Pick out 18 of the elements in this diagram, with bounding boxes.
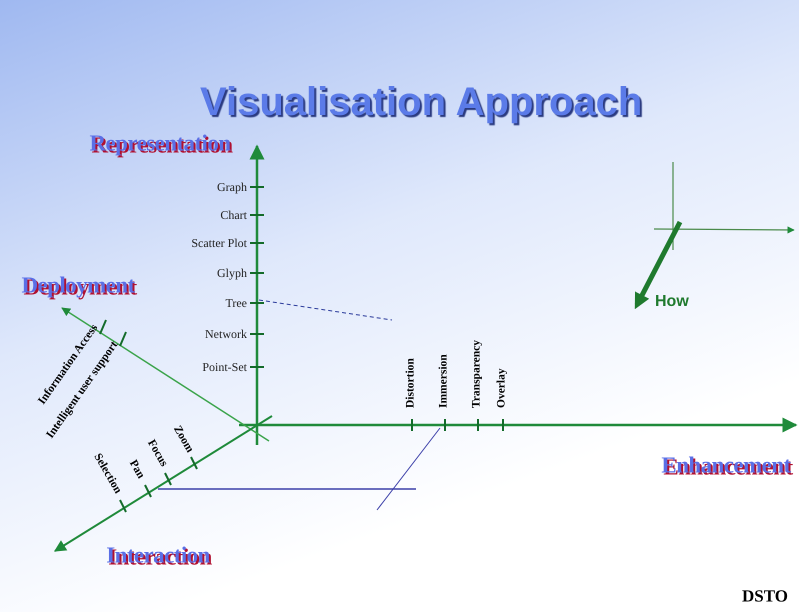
axis-title: Deployment — [21, 274, 135, 296]
tick-label: Distortion — [405, 358, 417, 408]
tick-label: Network — [205, 328, 247, 340]
tick-label: Transparency — [471, 340, 483, 408]
axis-title: Enhancement — [661, 454, 791, 476]
slide-title: Visualisation Approach — [200, 79, 642, 126]
tick-label: Tree — [225, 297, 247, 309]
direction-label: How — [655, 294, 689, 310]
footer-text: DSTO — [742, 588, 788, 604]
tick-label: Scatter Plot — [191, 237, 247, 249]
tick-label: Glyph — [217, 267, 247, 279]
tick-label: Point-Set — [202, 361, 247, 373]
axis-title: Representation — [90, 132, 230, 154]
tick-label: Chart — [220, 209, 247, 221]
tick-label: Overlay — [496, 368, 508, 408]
tick-label: Immersion — [438, 354, 450, 408]
tick-label: Graph — [217, 181, 247, 193]
axis-title: Interaction — [106, 544, 210, 566]
